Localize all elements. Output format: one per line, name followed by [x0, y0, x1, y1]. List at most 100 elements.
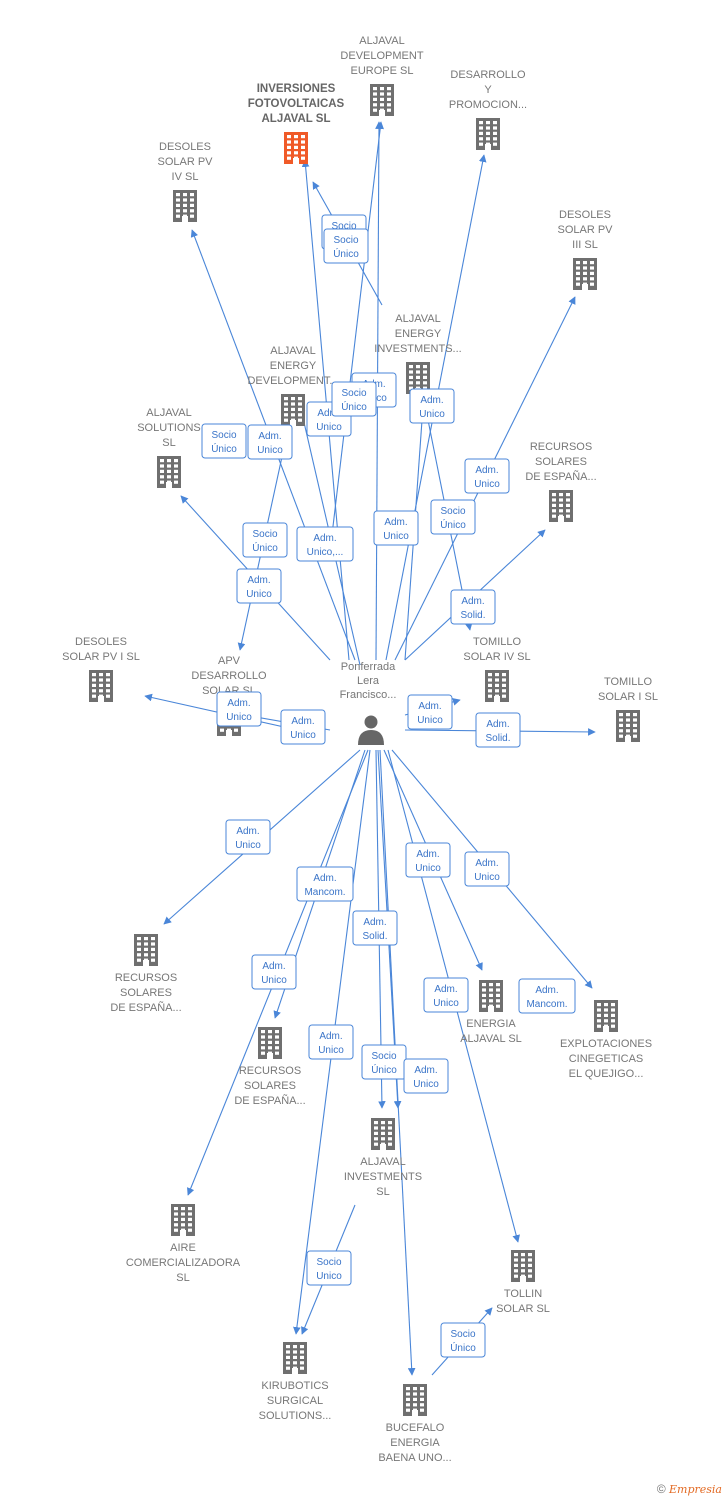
relation-label[interactable]: Adm.Unico	[409, 388, 455, 424]
relation-label[interactable]: Adm.Unico	[280, 709, 326, 745]
building-icon[interactable]	[485, 670, 509, 702]
copyright-symbol: ©	[656, 1482, 666, 1496]
node-label: DESARROLLO	[450, 69, 526, 81]
relation-label[interactable]: Adm.Solid.	[450, 589, 496, 625]
relation-label[interactable]: Adm.Unico	[464, 851, 510, 887]
relation-text: Solid.	[362, 931, 387, 942]
relation-label[interactable]: Adm.Solid.	[352, 910, 398, 946]
node-label: AIRE	[170, 1242, 196, 1254]
building-icon[interactable]	[573, 258, 597, 290]
building-icon[interactable]	[173, 190, 197, 222]
node-label: KIRUBOTICS	[261, 1380, 328, 1392]
relation-text: Unico	[383, 531, 409, 542]
relation-label[interactable]: Adm.Unico,...	[296, 526, 354, 562]
node-label: ENERGIA	[390, 1437, 440, 1449]
building-icon[interactable]	[511, 1250, 535, 1282]
building-icon[interactable]	[171, 1204, 195, 1236]
node-label: ALJAVAL	[146, 407, 191, 419]
building-icon[interactable]	[549, 490, 573, 522]
building-icon[interactable]	[157, 456, 181, 488]
relation-text: Unico	[415, 863, 441, 874]
relation-text: Adm.	[247, 575, 270, 586]
relation-text: Único	[341, 400, 367, 413]
relation-text: Solid.	[485, 733, 510, 744]
person-icon	[358, 715, 384, 745]
node-aljaval-energy-development[interactable]: ALJAVALENERGYDEVELOPMENT...	[247, 345, 339, 426]
relation-label[interactable]: Adm.Unico	[251, 954, 297, 990]
building-icon[interactable]	[371, 1118, 395, 1150]
building-icon[interactable]	[284, 132, 308, 164]
relation-text: Adm.	[227, 698, 250, 709]
node-label: DEVELOPMENT	[340, 50, 423, 62]
node-label: ALJAVAL SL	[460, 1033, 522, 1045]
relation-text: Unico	[474, 479, 500, 490]
relation-label[interactable]: Adm.Unico	[308, 1024, 354, 1060]
relation-label[interactable]: Adm.Unico	[216, 691, 262, 727]
relation-label[interactable]: Adm.Unico	[247, 424, 293, 460]
building-icon[interactable]	[479, 980, 503, 1012]
building-icon[interactable]	[403, 1384, 427, 1416]
node-label: TOLLIN	[504, 1288, 542, 1300]
relation-text: Unico	[316, 422, 342, 433]
relation-label[interactable]: Adm.Unico	[225, 819, 271, 855]
relation-label[interactable]: Adm.Unico	[403, 1058, 449, 1094]
relation-text: Socio	[331, 221, 356, 232]
person-node[interactable]: PonferradaLeraFrancisco...	[340, 661, 397, 745]
building-icon[interactable]	[283, 1342, 307, 1374]
relation-label[interactable]: Adm.Unico	[236, 568, 282, 604]
relation-text: Adm.	[313, 533, 336, 544]
relation-text: Adm.	[420, 395, 443, 406]
node-label: SOLAR SL	[496, 1303, 550, 1315]
node-desarrollo-y-promocion[interactable]: DESARROLLOYPROMOCION...	[449, 69, 527, 150]
building-icon[interactable]	[594, 1000, 618, 1032]
relation-label[interactable]: Adm.Unico	[407, 694, 453, 730]
building-icon[interactable]	[134, 934, 158, 966]
node-kirubotics[interactable]: KIRUBOTICSSURGICALSOLUTIONS...	[259, 1342, 332, 1422]
node-label: DE ESPAÑA...	[110, 1001, 181, 1014]
relation-text: Adm.	[475, 858, 498, 869]
building-icon[interactable]	[370, 84, 394, 116]
building-icon[interactable]	[616, 710, 640, 742]
relation-label[interactable]: Adm.Unico	[373, 510, 419, 546]
relation-label[interactable]: Adm.Unico	[464, 458, 510, 494]
relation-label[interactable]: Adm.Solid.	[475, 712, 521, 748]
node-tollin[interactable]: TOLLIN SOLAR SL	[496, 1250, 550, 1315]
relation-label[interactable]: Adm.Mancom.	[518, 978, 576, 1014]
node-label: TOMILLO	[604, 676, 653, 688]
person-label: Francisco...	[340, 689, 397, 701]
relation-label[interactable]: Adm.Unico	[423, 977, 469, 1013]
building-icon[interactable]	[476, 118, 500, 150]
building-icon[interactable]	[258, 1027, 282, 1059]
building-icon[interactable]	[89, 670, 113, 702]
empresia-credit[interactable]: © Empresia	[657, 1482, 722, 1496]
relation-label[interactable]: Adm.Unico	[405, 842, 451, 878]
relation-label[interactable]: Adm.Mancom.	[296, 866, 354, 902]
edges	[144, 121, 596, 1376]
building-icon[interactable]	[281, 394, 305, 426]
relation-text: Unico	[261, 975, 287, 986]
